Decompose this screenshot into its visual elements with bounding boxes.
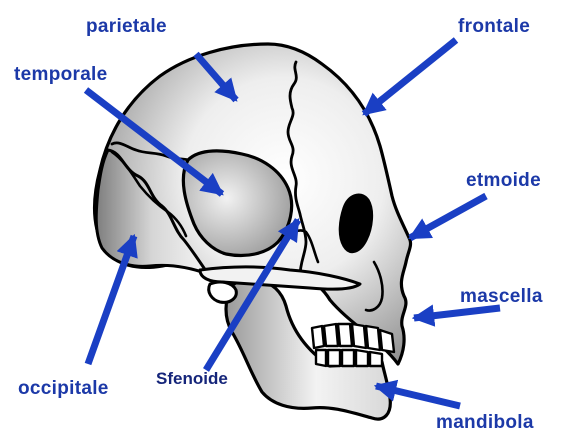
arrow-mascella xyxy=(414,308,500,318)
label-mascella: mascella xyxy=(460,286,543,307)
skull-illustration xyxy=(94,44,410,419)
lower-teeth xyxy=(316,350,382,366)
arrow-etmoide xyxy=(410,196,486,238)
arrow-frontale xyxy=(364,40,456,114)
label-mandibola: mandibola xyxy=(436,412,534,433)
label-frontale: frontale xyxy=(458,16,530,37)
ear-canal xyxy=(209,282,237,302)
label-occipitale: occipitale xyxy=(18,378,109,399)
label-parietale: parietale xyxy=(86,16,167,37)
label-etmoide: etmoide xyxy=(466,170,541,191)
label-temporale: temporale xyxy=(14,64,108,85)
label-sfenoide: Sfenoide xyxy=(156,369,228,388)
